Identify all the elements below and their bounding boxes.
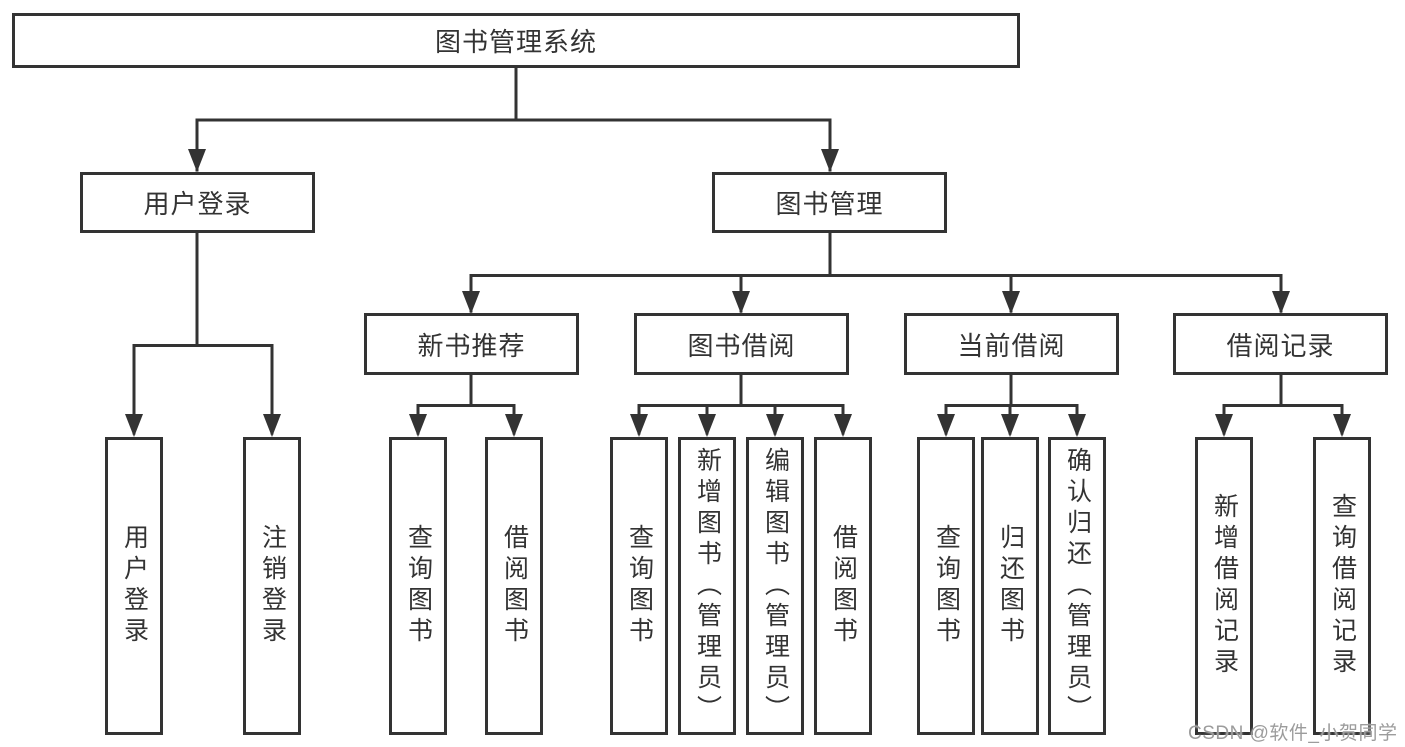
leaf-return-book: 归还图书: [981, 437, 1039, 735]
leaf-confirm-return-admin: 确认归还（管理员）: [1048, 437, 1106, 735]
node-book-borrow-label: 图书借阅: [687, 330, 796, 361]
connector-line-group: [132, 66, 1344, 435]
leaf-add-book-admin: 新增图书（管理员）: [678, 437, 736, 735]
watermark: CSDN @软件_小贺同学: [1188, 723, 1398, 744]
leaf-add-book-admin-label: 新增图书（管理员）: [693, 446, 722, 726]
leaf-query-book-current-label: 查询图书: [932, 524, 961, 648]
leaf-user-login-label: 用户登录: [120, 524, 149, 648]
leaf-add-borrow-record-label: 新增借阅记录: [1210, 493, 1239, 679]
leaf-add-borrow-record: 新增借阅记录: [1195, 437, 1253, 735]
leaf-query-book-current: 查询图书: [917, 437, 975, 735]
leaf-edit-book-admin-label: 编辑图书（管理员）: [761, 446, 790, 726]
leaf-query-book-borrow: 查询图书: [610, 437, 668, 735]
node-book-management: 图书管理: [712, 172, 947, 233]
leaf-borrow-book: 借阅图书: [814, 437, 872, 735]
leaf-logout: 注销登录: [243, 437, 301, 735]
node-root: 图书管理系统: [12, 13, 1020, 68]
leaf-query-book-recommend-label: 查询图书: [404, 524, 433, 648]
leaf-query-borrow-record: 查询借阅记录: [1313, 437, 1371, 735]
node-new-book-recommend-label: 新书推荐: [417, 330, 526, 361]
leaf-borrow-book-recommend-label: 借阅图书: [500, 524, 529, 648]
leaf-user-login: 用户登录: [105, 437, 163, 735]
node-book-management-label: 图书管理: [775, 189, 884, 219]
node-user-login: 用户登录: [80, 172, 315, 233]
node-borrow-records-label: 借阅记录: [1226, 330, 1335, 361]
node-current-borrow: 当前借阅: [904, 313, 1119, 375]
leaf-query-borrow-record-label: 查询借阅记录: [1328, 493, 1357, 679]
leaf-borrow-book-label: 借阅图书: [829, 524, 858, 648]
leaf-return-book-label: 归还图书: [996, 524, 1025, 648]
node-borrow-records: 借阅记录: [1173, 313, 1388, 375]
node-new-book-recommend: 新书推荐: [364, 313, 579, 375]
leaf-edit-book-admin: 编辑图书（管理员）: [746, 437, 804, 735]
node-book-borrow: 图书借阅: [634, 313, 849, 375]
leaf-confirm-return-admin-label: 确认归还（管理员）: [1063, 446, 1092, 726]
arrowhead-icon-group: [125, 149, 1351, 437]
leaf-logout-label: 注销登录: [258, 524, 287, 648]
node-user-login-label: 用户登录: [143, 189, 252, 219]
node-current-borrow-label: 当前借阅: [957, 330, 1066, 361]
leaf-query-book-recommend: 查询图书: [389, 437, 447, 735]
node-root-label: 图书管理系统: [434, 27, 597, 57]
leaf-query-book-borrow-label: 查询图书: [625, 524, 654, 648]
leaf-borrow-book-recommend: 借阅图书: [485, 437, 543, 735]
